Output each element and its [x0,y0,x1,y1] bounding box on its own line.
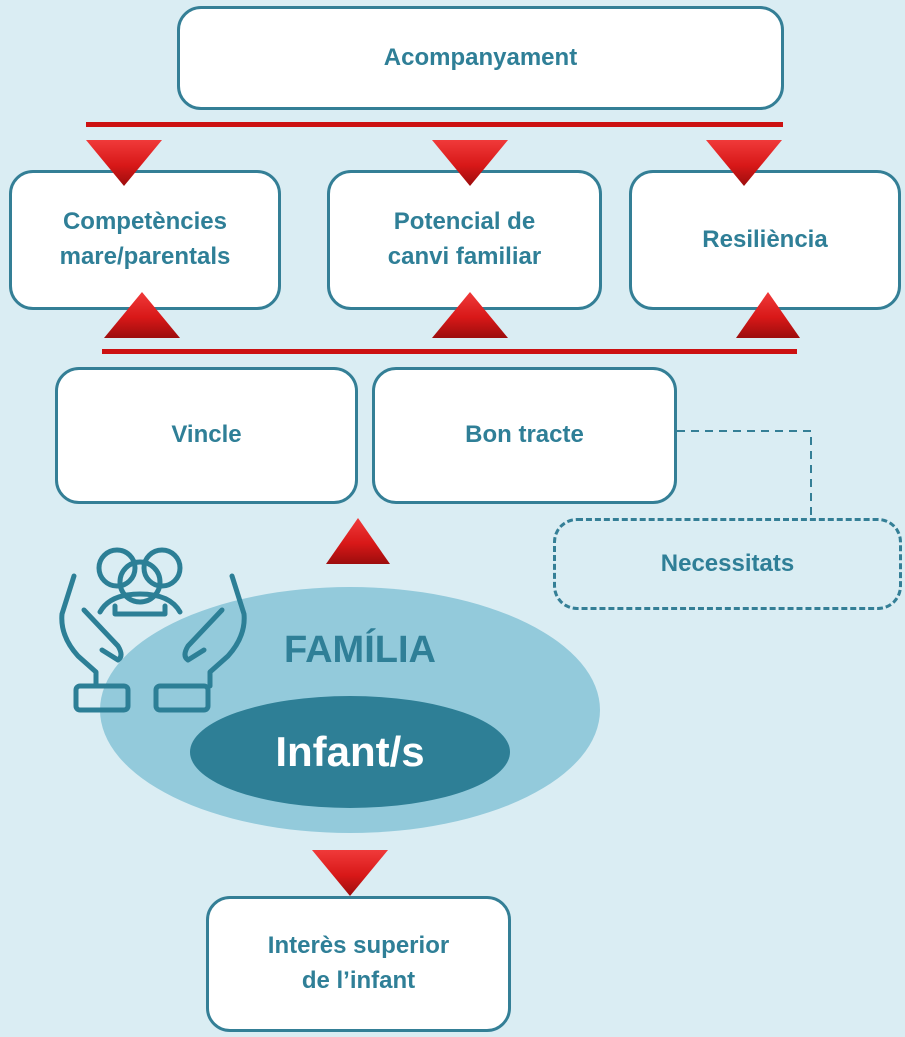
interes-superior-label: Interès superior de l’infant [267,932,450,994]
bon-tracte-label: Bon tracte [465,421,584,449]
family-label: FAMÍLIA [284,629,436,671]
arrow-up-resilience [736,292,800,338]
resilience-label: Resiliència [702,225,828,253]
arrow-down-resilience [706,140,782,186]
vincle-label: Vincle [171,421,242,449]
child-label: Infant/s [275,728,425,775]
necessitats-label: Necessitats [660,549,795,577]
acompanyament-box: Acompanyament [177,6,784,110]
competencies-label: Competències mare/parentals [59,208,231,270]
vincle-box: Vincle [55,367,358,504]
arrow-up-change-potential [432,292,508,338]
interes-superior-box: Interès superior de l’infant [206,896,511,1032]
competencies-box: Competències mare/parentals [9,170,281,310]
arrow-down-competencies [86,140,162,186]
resilience-box: Resiliència [629,170,901,310]
family-hands-icon [59,547,247,713]
change-potential-label: Potencial de canvi familiar [387,208,542,270]
upper-divider-bar [86,122,783,127]
acompanyament-label: Acompanyament [383,43,578,71]
arrow-up-family [326,518,390,564]
child-ellipse [190,696,510,808]
lower-divider-bar [102,349,797,354]
necessitats-box: Necessitats [553,518,902,610]
arrow-down-outcome [312,850,388,896]
needs-connector [677,430,812,518]
bon-tracte-box: Bon tracte [372,367,677,504]
arrow-up-competencies [104,292,180,338]
arrow-down-change-potential [432,140,508,186]
